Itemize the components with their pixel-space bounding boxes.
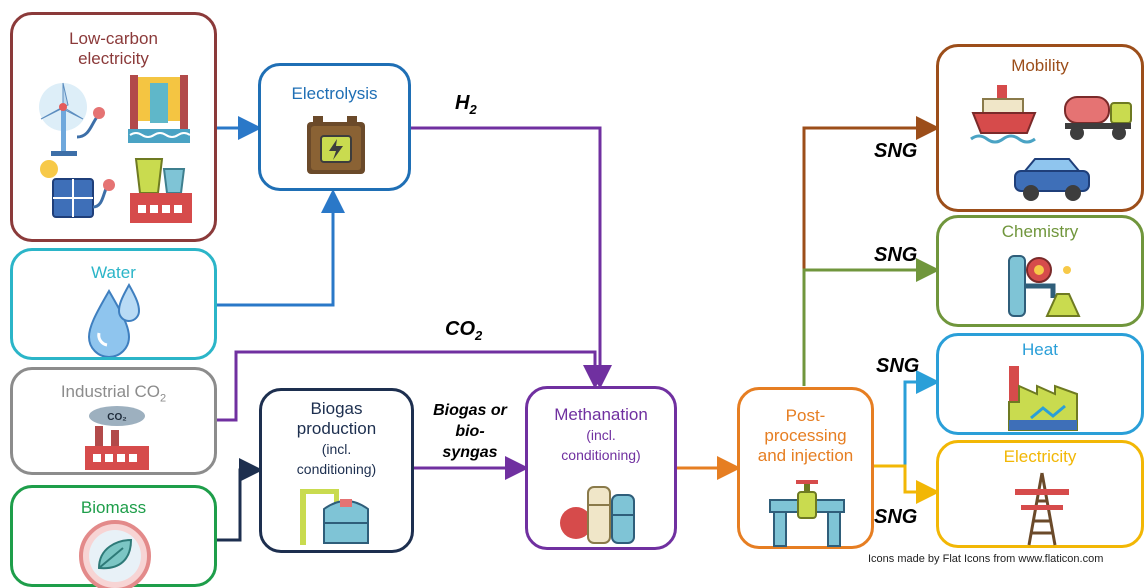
heat-title: Heat: [1022, 340, 1058, 359]
biogas-title: Biogas production (incl. conditioning): [262, 399, 411, 479]
arrow-co2-to-methanation: [215, 350, 607, 422]
low-carbon-title-line1: Low-carbon: [69, 29, 158, 48]
biogas-flow-line2: bio-: [455, 423, 485, 440]
node-methanation: Methanation (incl. conditioning): [525, 386, 677, 550]
methanation-title: Methanation (incl. conditioning): [528, 405, 674, 465]
co2-label-sub: 2: [475, 328, 483, 343]
arrow-biomass-to-biogas: [215, 458, 263, 542]
leaf-icon: [79, 520, 151, 588]
arrow-h2-to-methanation: [410, 126, 612, 389]
flow-label-sng-heat: SNG: [876, 355, 920, 377]
arrow-post-to-heat: [873, 370, 940, 468]
icon-credit: Icons made by Flat Icons from www.flatic…: [868, 553, 1104, 565]
pipeline-valve-icon: [769, 480, 845, 547]
flow-label-biogas: Biogas or bio- syngas: [420, 400, 520, 463]
methanation-line2: (incl.: [586, 427, 616, 443]
biomass-title: Biomass: [80, 498, 147, 517]
industrial-co2-title: Industrial CO2: [13, 382, 214, 408]
node-electrolysis: Electrolysis: [258, 63, 411, 191]
power-plant-icon: [130, 158, 192, 223]
biogas-line3: (incl.: [321, 441, 352, 457]
electrolysis-title: Electrolysis: [291, 84, 378, 103]
ship-icon: [970, 85, 1037, 144]
chemical-plant-icon: [1008, 255, 1081, 317]
industrial-co2-title-text: Industrial CO: [60, 382, 161, 401]
node-biogas-production: Biogas production (incl. conditioning): [259, 388, 414, 553]
low-carbon-title-line2: electricity: [78, 49, 149, 68]
flow-label-sng-mobility: SNG: [874, 140, 918, 162]
node-biomass: Biomass: [10, 485, 217, 588]
node-low-carbon-electricity: Low-carbon electricity: [10, 12, 217, 242]
water-title: Water: [91, 263, 136, 282]
methanation-line3: conditioning): [561, 447, 641, 463]
co2-label-text: CO: [445, 318, 475, 340]
biogas-line4: conditioning): [296, 461, 377, 477]
hydropower-dam-icon: [128, 75, 191, 143]
biogas-flow-line3: syngas: [442, 444, 498, 461]
post-title: Post- processing and injection: [740, 406, 871, 466]
post-line2: processing: [764, 426, 847, 445]
water-drops-icon: [87, 282, 141, 357]
biogas-line1: Biogas: [310, 399, 363, 418]
flow-label-sng-electricity: SNG: [874, 506, 918, 528]
post-line1: Post-: [785, 406, 826, 425]
biogas-line2: production: [296, 419, 377, 438]
chemistry-title: Chemistry: [1001, 222, 1079, 241]
arrow-post-to-chemistry: [802, 258, 940, 386]
node-industrial-co2: Industrial CO2 CO₂: [10, 367, 217, 475]
factory-heat-icon: [1008, 366, 1078, 431]
industrial-co2-title-sub: 2: [160, 392, 167, 405]
factory-co2-icon: CO₂: [85, 406, 149, 470]
flow-label-co2: CO2: [445, 318, 482, 343]
co2-cloud-label: CO₂: [107, 412, 126, 423]
node-chemistry: Chemistry: [936, 215, 1144, 327]
flow-label-h2: H2: [455, 92, 477, 117]
car-icon: [1014, 158, 1090, 201]
biogas-flow-line1: Biogas or: [433, 402, 507, 419]
post-line3: and injection: [757, 446, 854, 465]
flow-label-sng-chemistry: SNG: [874, 244, 918, 266]
h2-label-text: H: [455, 92, 470, 114]
power-pylon-icon: [1015, 472, 1069, 546]
h2-label-sub: 2: [469, 102, 477, 117]
node-mobility: Mobility: [936, 44, 1144, 212]
tanker-truck-icon: [1064, 96, 1132, 140]
reactor-tanks-icon: [560, 486, 635, 544]
node-heat: Heat: [936, 333, 1144, 435]
biogas-tank-icon: [300, 489, 369, 545]
node-post-processing: Post- processing and injection: [737, 387, 874, 549]
node-water: Water: [10, 248, 217, 360]
electricity-title: Electricity: [1003, 447, 1077, 466]
battery-icon: [307, 116, 365, 174]
mobility-title: Mobility: [1011, 56, 1069, 75]
solar-panel-icon: [40, 160, 115, 218]
wind-turbine-icon: [39, 82, 105, 156]
node-electricity: Electricity: [936, 440, 1144, 548]
methanation-line1: Methanation: [554, 405, 648, 424]
arrow-post-to-electricity: [873, 464, 940, 504]
arrow-water-to-electrolysis: [215, 189, 345, 307]
